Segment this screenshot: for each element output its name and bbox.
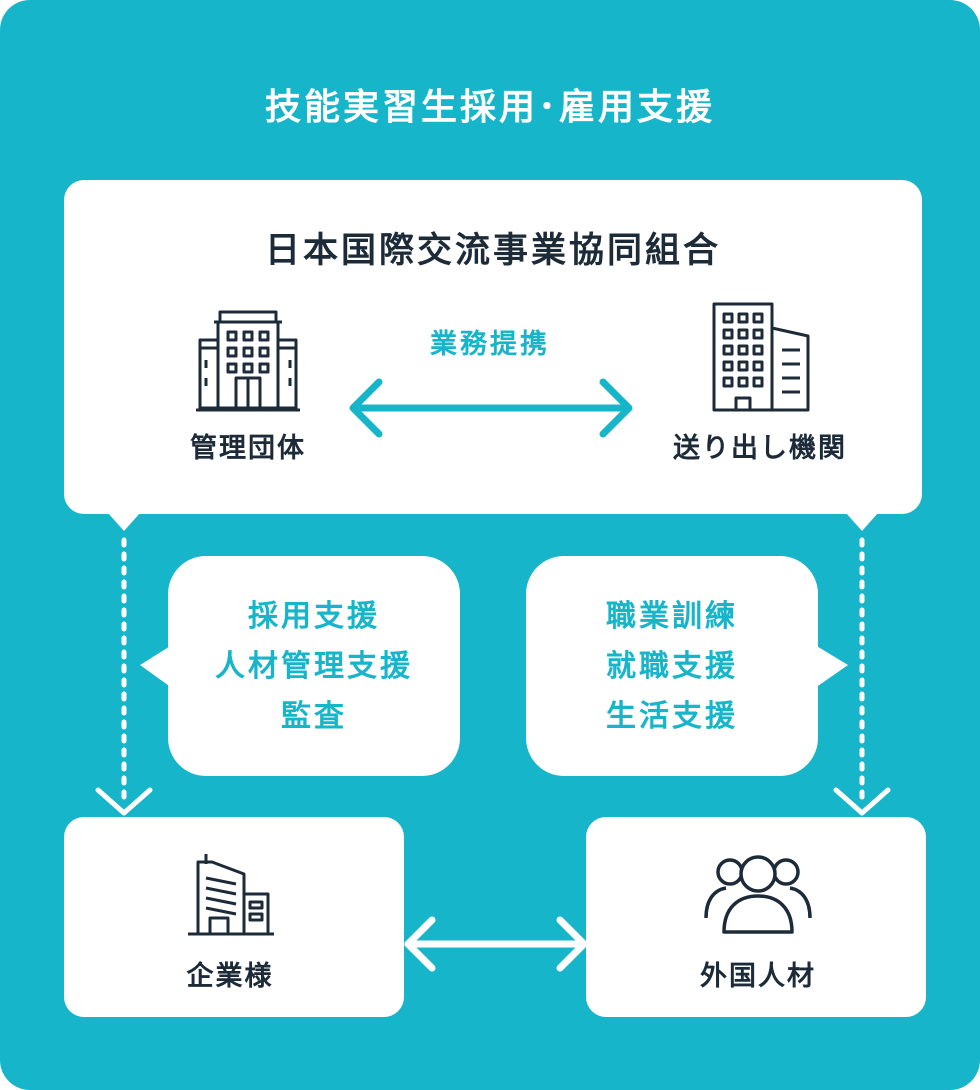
support-item: 人材管理支援 [215, 649, 413, 684]
left-down-chevron [95, 787, 153, 816]
support-item: 監査 [281, 699, 347, 734]
right-bubble-pointer [815, 645, 848, 688]
tower-building-icon [712, 302, 810, 412]
employment-relation-label: 雇用関係 [432, 865, 552, 896]
partnership-label: 業務提携 [430, 329, 550, 360]
right-down-chevron [833, 787, 891, 816]
partnership-double-arrow [349, 378, 633, 438]
management-org-label: 管理団体 [190, 433, 306, 464]
right-notch [846, 513, 878, 531]
office-building-icon [196, 310, 300, 412]
support-item: 就職支援 [606, 649, 738, 684]
left-bubble-pointer [140, 645, 172, 688]
support-item: 生活支援 [606, 699, 738, 734]
sending-org-label: 送り出し機関 [673, 433, 847, 464]
employment-double-arrow [404, 916, 588, 972]
support-item: 職業訓練 [606, 599, 738, 634]
cooperative-box: 日本国際交流事業協同組合 [64, 180, 922, 514]
left-notch [108, 513, 140, 531]
cooperative-name: 日本国際交流事業協同組合 [264, 231, 721, 271]
employer-support-bubble: 採用支援 人材管理支援 監査 [168, 556, 460, 776]
support-item: 採用支援 [248, 599, 380, 634]
page-title: 技能実習生採用･雇用支援 [264, 87, 715, 128]
foreign-workers-label: 外国人材 [700, 961, 816, 992]
people-group-icon [704, 855, 812, 934]
company-building-icon [188, 854, 274, 936]
company-box [64, 817, 404, 1017]
worker-support-bubble: 職業訓練 就職支援 生活支援 [526, 556, 818, 776]
company-label: 企業様 [186, 961, 274, 992]
